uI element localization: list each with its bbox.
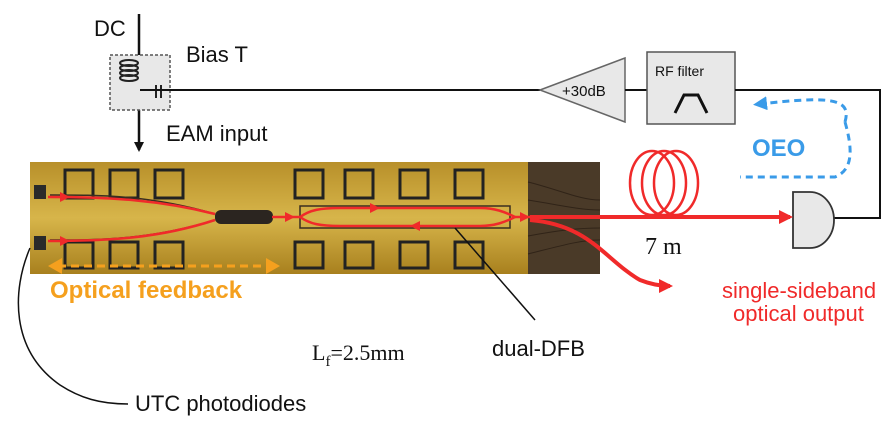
bias-t-label: Bias T — [186, 42, 248, 67]
amplifier-label: +30dB — [562, 83, 606, 100]
eam-input-label: EAM input — [166, 121, 268, 146]
bias-t-box — [110, 55, 170, 110]
dc-label: DC — [94, 16, 126, 41]
rf-filter-label: RF filter — [655, 63, 704, 79]
utc-label: UTC photodiodes — [135, 391, 306, 416]
fiber-coil-icon — [630, 151, 698, 215]
lf-label: Lf=2.5mm — [312, 340, 405, 370]
ssb-label-line2: optical output — [733, 301, 864, 326]
photodetector-icon — [793, 192, 834, 248]
ssb-label-line1: single-sideband — [722, 278, 876, 303]
oeo-label: OEO — [752, 135, 805, 162]
fiber-length-label: 7 m — [645, 234, 682, 260]
lf-value: =2.5mm — [330, 340, 404, 365]
lf-symbol: L — [312, 340, 325, 365]
dual-dfb-label: dual-DFB — [492, 336, 585, 361]
optical-feedback-label: Optical feedback — [50, 277, 243, 304]
oeo-loop-arrow — [760, 100, 846, 122]
